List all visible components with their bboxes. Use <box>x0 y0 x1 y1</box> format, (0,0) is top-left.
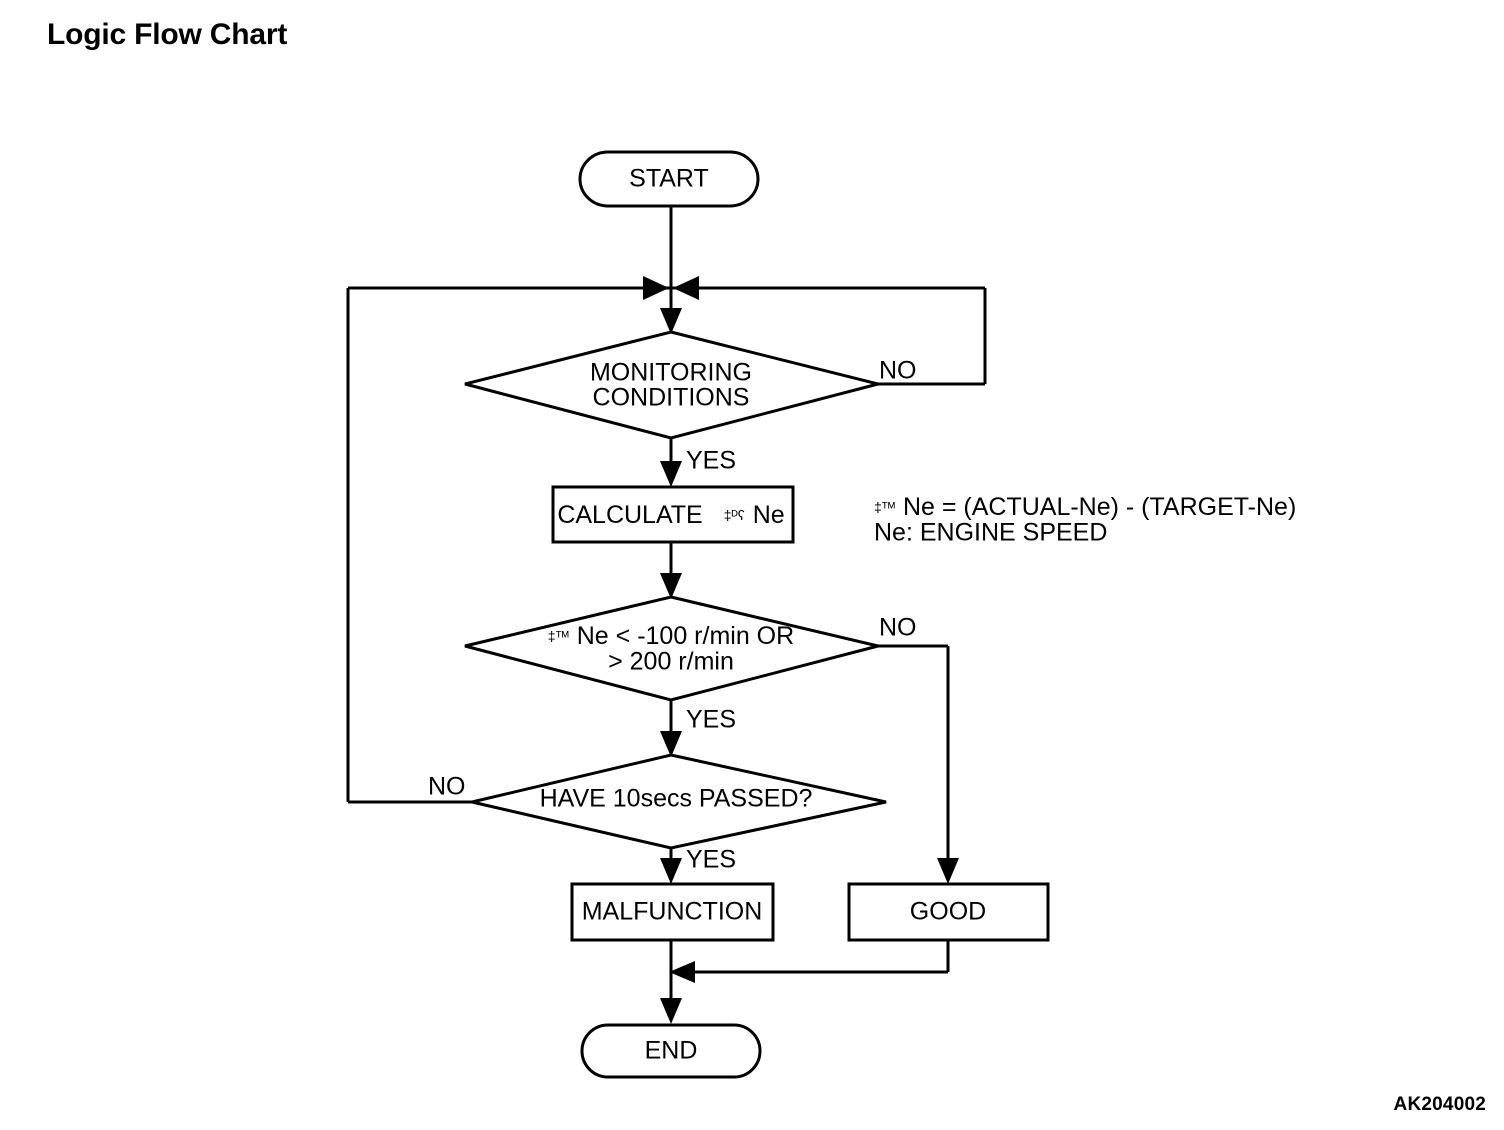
node-good-label: GOOD <box>910 898 986 926</box>
node-monitoring-conditions-label-line2: CONDITIONS <box>593 384 750 412</box>
node-calculate-delta-icon: ‡ᴰʕ <box>724 507 745 523</box>
edge-timer-yes-arrow-icon <box>660 858 682 884</box>
junction-arrow-from-left-icon <box>643 276 669 300</box>
node-malfunction <box>570 882 775 942</box>
edge-label-threshold-no: NO <box>879 614 917 642</box>
edge-malfunction-to-end-arrow-icon <box>660 998 682 1024</box>
node-calculate-label: CALCULATE ‡ᴰʕ Ne <box>557 501 784 529</box>
node-end-label: END <box>645 1037 698 1065</box>
node-start-label: START <box>629 165 709 193</box>
diagram-code: AK204002 <box>1393 1094 1486 1115</box>
node-monitoring-conditions-label-line1: MONITORING <box>590 359 752 387</box>
edge-junction-to-monitoring-arrow-icon <box>660 308 682 334</box>
edge-label-threshold-yes: YES <box>686 706 736 734</box>
node-malfunction-label: MALFUNCTION <box>582 898 763 926</box>
edge-calculate-to-threshold-arrow-icon <box>660 573 682 599</box>
node-start <box>578 150 760 208</box>
node-end <box>580 1023 762 1079</box>
junction-arrow-from-right-icon <box>673 276 699 300</box>
node-threshold-line1-text: Ne < -100 r/min OR <box>577 622 794 650</box>
edge-threshold-no-arrow-icon <box>937 858 959 884</box>
node-threshold-label-line1: ‡ᵀᴹ Ne < -100 r/min OR <box>548 622 794 650</box>
node-calculate <box>551 485 795 544</box>
edge-label-monitoring-no: NO <box>879 357 917 385</box>
edge-label-monitoring-yes: YES <box>686 447 736 475</box>
edge-good-merge-arrow-icon <box>669 961 695 983</box>
node-calculate-label-suffix: Ne <box>753 501 785 529</box>
edge-label-timer-no: NO <box>428 773 466 801</box>
node-timer-label: HAVE 10secs PASSED? <box>540 785 813 813</box>
node-calculate-label-prefix: CALCULATE <box>557 501 702 529</box>
formula-line-2: Ne: ENGINE SPEED <box>874 519 1107 547</box>
page-title: Logic Flow Chart <box>47 18 288 51</box>
node-threshold-label-line2: > 200 r/min <box>608 648 734 676</box>
edge-label-timer-yes: YES <box>686 846 736 874</box>
formula-delta-icon: ‡ᵀᴹ <box>874 499 895 515</box>
formula-line-1: ‡ᵀᴹ Ne = (ACTUAL-Ne) - (TARGET-Ne) <box>874 493 1296 521</box>
edge-monitoring-yes-arrow-icon <box>660 461 682 487</box>
node-threshold-delta-icon: ‡ᵀᴹ <box>548 628 569 644</box>
formula-line-1-text: Ne = (ACTUAL-Ne) - (TARGET-Ne) <box>903 493 1296 521</box>
edge-threshold-yes-arrow-icon <box>660 731 682 757</box>
